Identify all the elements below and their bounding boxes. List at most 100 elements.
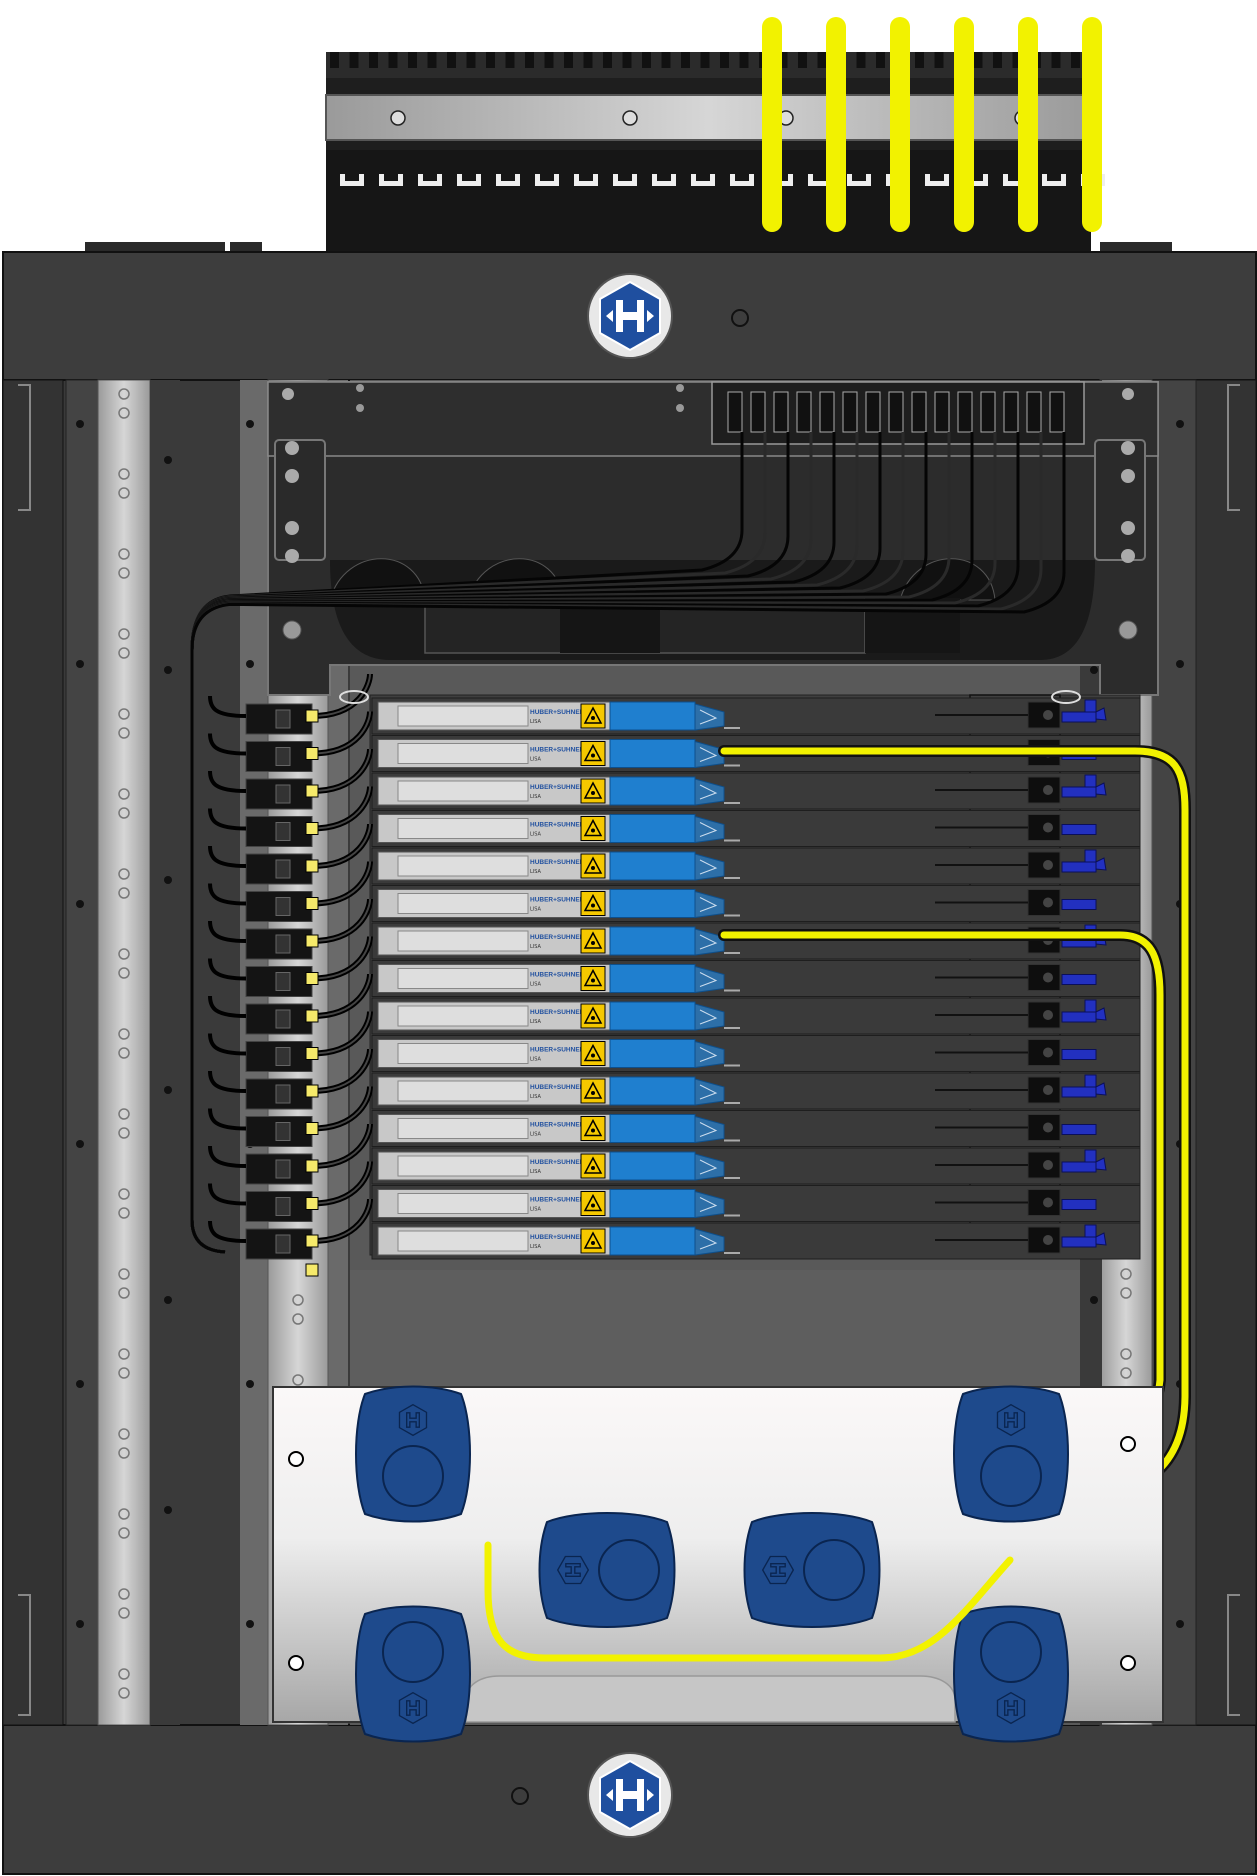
blue-connector — [1061, 1124, 1097, 1135]
rail-hole — [118, 468, 130, 480]
patch-cord-highlight — [311, 936, 371, 980]
adapter-port — [1043, 1122, 1053, 1133]
patch-cord — [208, 1108, 247, 1131]
spool-hub — [803, 1539, 865, 1601]
rail-hole — [118, 788, 130, 800]
laser-warning-icon — [580, 1078, 606, 1104]
module-origin-label: LISA — [530, 794, 542, 800]
rail-hole — [118, 1687, 130, 1699]
latch-mark — [699, 1047, 718, 1062]
laser-warning-icon — [580, 703, 606, 729]
warning-triangle — [583, 1006, 603, 1024]
comb-slot — [496, 174, 520, 186]
rail-hole — [118, 1268, 130, 1280]
adapter-port — [1043, 710, 1053, 720]
yellow-loop-fiber — [484, 1541, 1014, 1662]
comb-slot — [574, 174, 598, 186]
laser-warning-icon — [580, 1191, 606, 1216]
comb-tooth — [583, 52, 593, 68]
spool-logo — [398, 1403, 428, 1437]
comb-slot — [652, 174, 676, 186]
laser-warning-icon — [580, 928, 606, 954]
rail-rivet — [76, 660, 84, 668]
rail-rivet — [164, 1296, 172, 1304]
module-blue-face — [609, 1189, 696, 1218]
patch-cord — [208, 1070, 247, 1093]
spool-hub — [382, 1445, 444, 1507]
blue-connector — [1061, 861, 1097, 873]
rail-rivet — [164, 1086, 172, 1094]
rail-hole — [118, 1447, 130, 1459]
patch-cord-highlight — [311, 898, 371, 942]
splice-slot — [980, 391, 996, 433]
connector-boot — [305, 1084, 319, 1098]
module-section: HUBER+SUHNERLISAHUBER+SUHNERLISAHUBER+SU… — [208, 673, 1141, 1277]
splice-slot — [819, 391, 835, 433]
rail-rivet — [246, 1380, 254, 1388]
rail-rivet — [76, 1380, 84, 1388]
splice-slot — [934, 391, 950, 433]
rail-hole — [118, 1127, 130, 1139]
rail-hole — [118, 388, 130, 400]
blue-connector — [1061, 1161, 1097, 1173]
comb-tooth — [622, 52, 632, 68]
frame-screw-hole — [511, 1787, 529, 1805]
connector-boot — [305, 747, 319, 760]
module-label-area — [397, 893, 529, 914]
module-label-area — [397, 705, 529, 727]
rail-rivet — [246, 1620, 254, 1628]
warning-dot — [591, 941, 595, 945]
laser-warning-icon — [580, 778, 606, 804]
comb-tooth — [388, 52, 398, 68]
connector-clip — [275, 1234, 291, 1254]
module-label-area — [397, 1118, 529, 1139]
latch-mark — [699, 709, 718, 725]
laser-warning-icon — [580, 1228, 606, 1254]
rail-hole — [118, 1367, 130, 1379]
comb-tooth — [720, 52, 729, 68]
fiber-spool-icon — [953, 1385, 1069, 1523]
connector-clip — [275, 822, 291, 841]
connector-clip — [275, 1122, 291, 1141]
comb-slot — [730, 174, 754, 186]
patch-cord-highlight — [311, 1198, 371, 1242]
spool-logo-letter — [406, 1412, 420, 1428]
spool-logo-hex — [996, 1691, 1026, 1725]
warning-triangle — [583, 1193, 603, 1212]
rail-hole — [118, 407, 130, 419]
comb-tooth — [993, 52, 1002, 68]
warning-triangle — [583, 1043, 603, 1062]
comb-slot — [379, 174, 403, 186]
warning-triangle — [583, 818, 603, 837]
connector-clip — [275, 709, 291, 729]
comb-slot — [535, 174, 559, 186]
latch-mark — [699, 1197, 718, 1212]
rail-hole — [292, 1313, 304, 1325]
rail-hole — [118, 567, 130, 579]
connector-boot — [305, 1122, 319, 1135]
spool-logo-letter — [406, 1700, 420, 1716]
comb-tooth — [661, 52, 671, 68]
adapter-port — [1043, 972, 1053, 983]
laser-warning-icon — [580, 816, 606, 841]
connector-boot — [305, 784, 319, 798]
connector-boot — [305, 897, 319, 910]
laser-warning-icon — [580, 1003, 606, 1029]
spool-hub — [980, 1621, 1042, 1683]
rail-hole — [118, 1108, 130, 1120]
comb-tooth — [973, 52, 983, 68]
comb-tooth — [525, 52, 534, 68]
patch-cord-highlight — [311, 673, 371, 717]
module-label-area — [397, 1155, 529, 1177]
module-brand-label: HUBER+SUHNER — [530, 1047, 585, 1054]
patch-cord — [208, 1183, 247, 1206]
spool-logo-hex — [398, 1691, 428, 1725]
rail-rivet — [164, 876, 172, 884]
connector-clip — [275, 747, 291, 766]
